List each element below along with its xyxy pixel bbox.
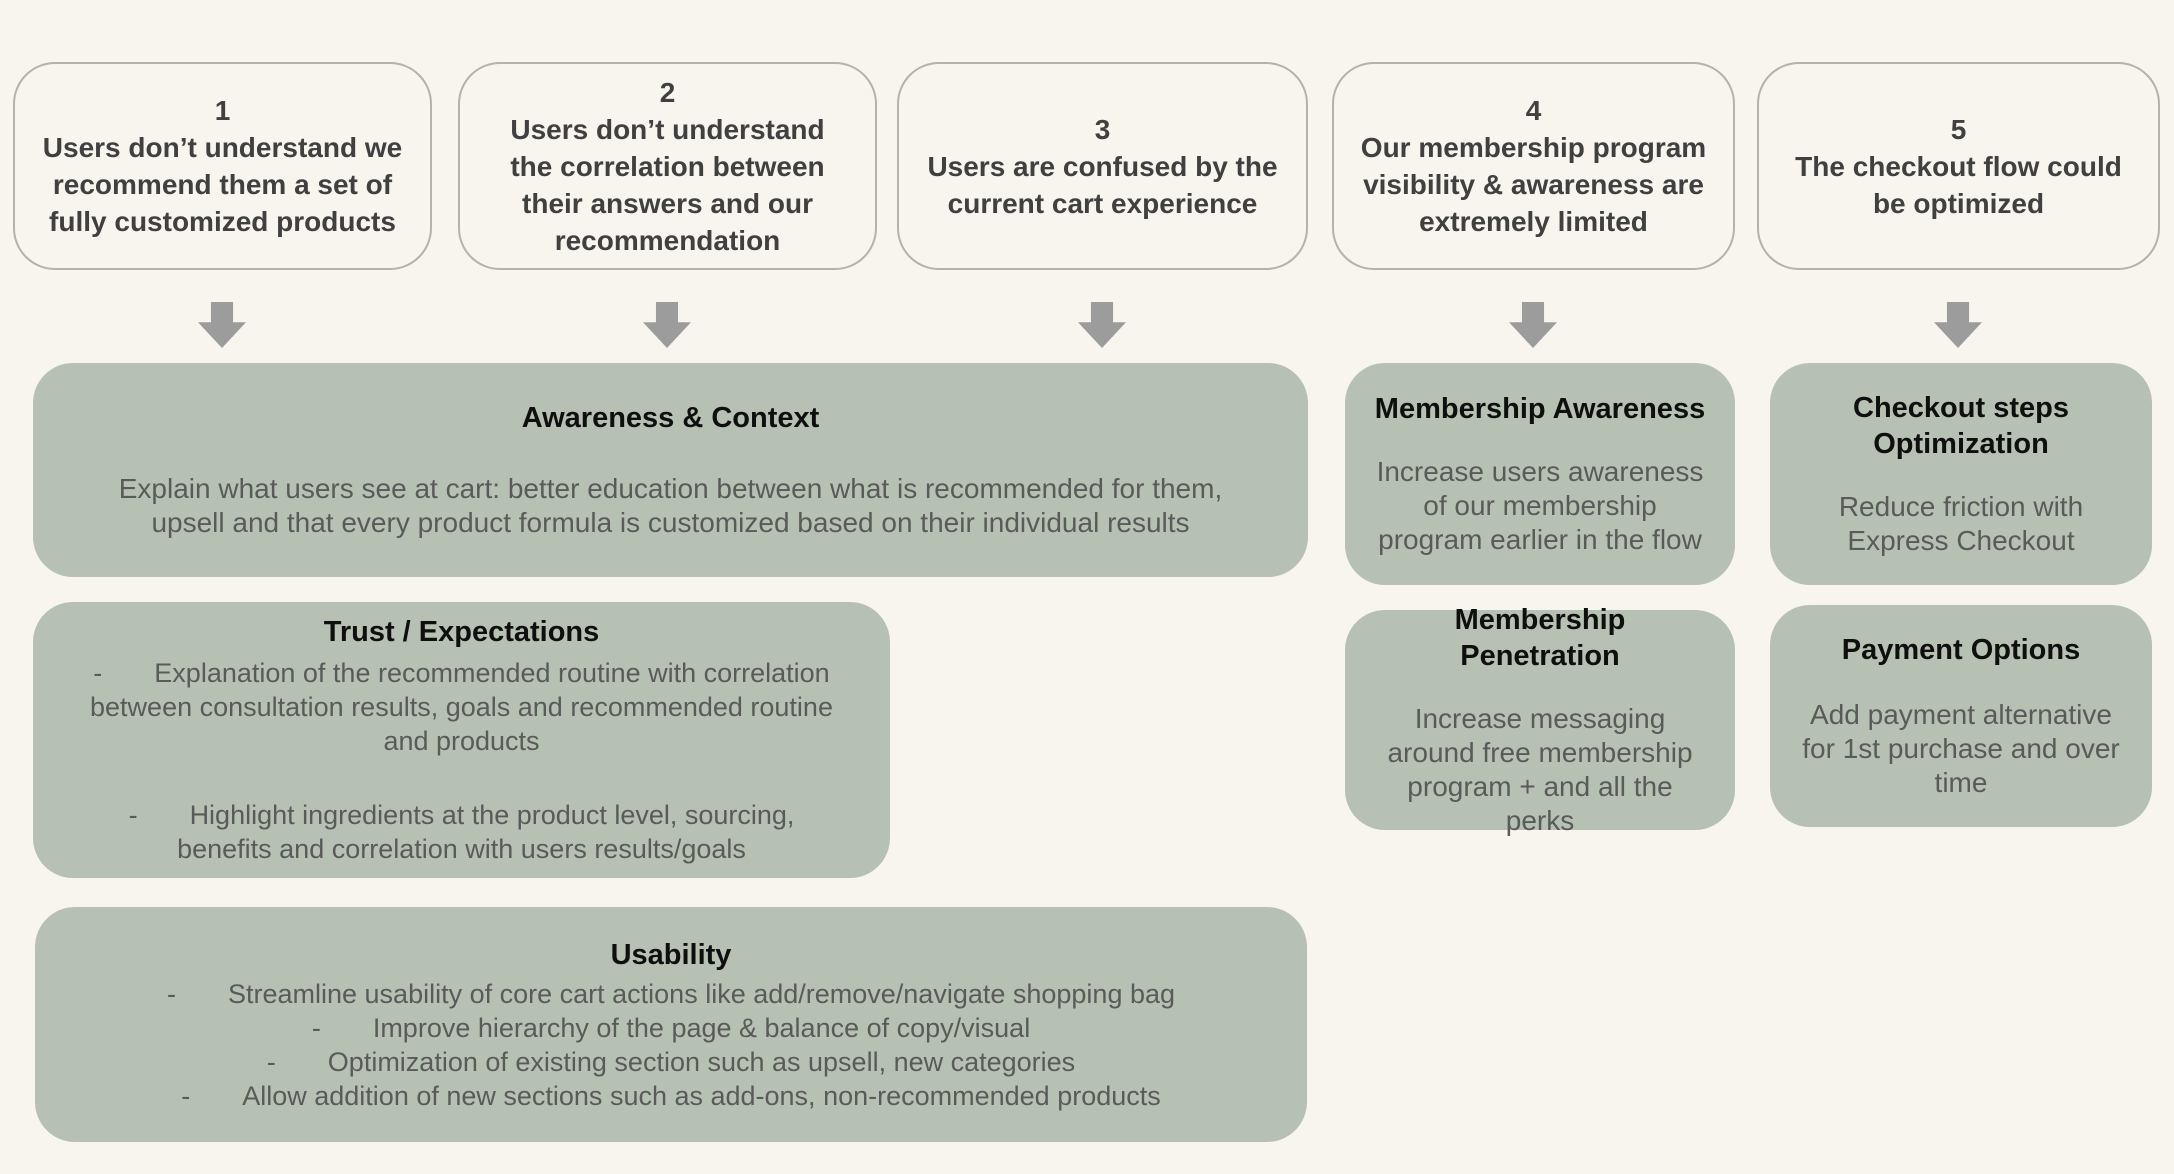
solution-body: Increase users awareness of our membersh… (1376, 456, 1704, 555)
solution-title: Awareness & Context (521, 402, 820, 434)
solution-card-trust-expectations: Trust / Expectations -Explanation of the… (33, 602, 890, 878)
bullet-item: - Allow addition of new sections such as … (75, 1079, 1267, 1113)
problem-text: Users are confused by the current cart e… (927, 150, 1278, 219)
down-arrow-icon (1509, 302, 1557, 348)
problem-card-1: 1 Users don’t understand we recommend th… (13, 62, 432, 270)
bullet-dash: - (311, 1012, 321, 1043)
problem-number: 1 (214, 95, 231, 126)
solution-body: Explain what users see at cart: better e… (118, 473, 1223, 538)
solution-card-usability: Usability -Streamline usability of core … (35, 907, 1307, 1142)
bullet-text: Improve hierarchy of the page & balance … (372, 1012, 1031, 1043)
bullet-item: - Highlight ingredients at the product le… (83, 798, 840, 866)
down-arrow-icon (1078, 302, 1126, 348)
problem-number: 3 (1094, 113, 1111, 145)
problem-text: Users don’t understand we recommend them… (42, 132, 403, 237)
solution-title: Usability (610, 938, 732, 971)
bullet-text: Optimization of existing section such as… (327, 1046, 1076, 1077)
problem-text: Users don’t understand the correlation b… (510, 113, 825, 256)
bullet-item: -Explanation of the recommended routine … (83, 656, 840, 758)
down-arrow-icon (643, 302, 691, 348)
bullet-item: - Optimization of existing section such a… (75, 1045, 1267, 1079)
problem-text: Our membership program visibility & awar… (1360, 132, 1707, 237)
bullet-text: Streamline usability of core cart action… (227, 978, 1176, 1009)
problem-number: 4 (1525, 95, 1542, 126)
down-arrow-icon (1934, 302, 1982, 348)
bullet-dash: - (266, 1046, 276, 1077)
bullet-text: Allow addition of new sections such as a… (242, 1080, 1161, 1111)
bullet-dash: - (181, 1080, 191, 1111)
bullet-list: -Streamline usability of core cart actio… (75, 977, 1267, 1113)
down-arrow-icon (198, 302, 246, 348)
problem-card-3: 3 Users are confused by the current cart… (897, 62, 1308, 270)
problem-card-5: 5 The checkout flow could be optimized (1757, 62, 2160, 270)
solution-title: Trust / Expectations (323, 616, 600, 648)
solution-card-checkout-steps: Checkout steps Optimization Reduce frict… (1770, 363, 2152, 585)
problem-card-4: 4 Our membership program visibility & aw… (1332, 62, 1735, 270)
solution-title: Checkout steps Optimization (1853, 392, 2069, 460)
solution-title: Payment Options (1841, 634, 2081, 666)
bullet-item: - Streamline usability of core cart actio… (75, 977, 1267, 1011)
solution-card-payment-options: Payment Options Add payment alternative … (1770, 605, 2152, 827)
solution-title: Membership Awareness (1374, 393, 1706, 425)
bullet-text: Explanation of the recommended routine w… (90, 658, 833, 756)
solution-card-awareness-context: Awareness & Context Explain what users s… (33, 363, 1308, 577)
problem-number: 2 (659, 76, 676, 108)
bullet-text: Highlight ingredients at the product lev… (177, 800, 795, 864)
solution-card-membership-awareness: Membership Awareness Increase users awar… (1345, 363, 1735, 585)
solution-body: Increase messaging around free membershi… (1387, 703, 1693, 836)
bullet-list: -Explanation of the recommended routine … (83, 656, 840, 866)
problem-number: 5 (1950, 113, 1967, 145)
bullet-dash: - (93, 658, 103, 688)
bullet-item: - Improve hierarchy of the page & balance… (75, 1011, 1267, 1045)
solution-title: Membership Penetration (1454, 604, 1626, 672)
problem-card-2: 2 Users don’t understand the correlation… (458, 62, 877, 270)
bullet-dash: - (166, 978, 176, 1009)
problem-text: The checkout flow could be optimized (1795, 150, 2122, 219)
bullet-dash: - (128, 800, 138, 830)
solution-body: Add payment alternative for 1st purchase… (1802, 699, 2120, 798)
solution-card-membership-penetration: Membership Penetration Increase messagin… (1345, 604, 1735, 836)
solution-body: Reduce friction with Express Checkout (1838, 491, 2084, 556)
